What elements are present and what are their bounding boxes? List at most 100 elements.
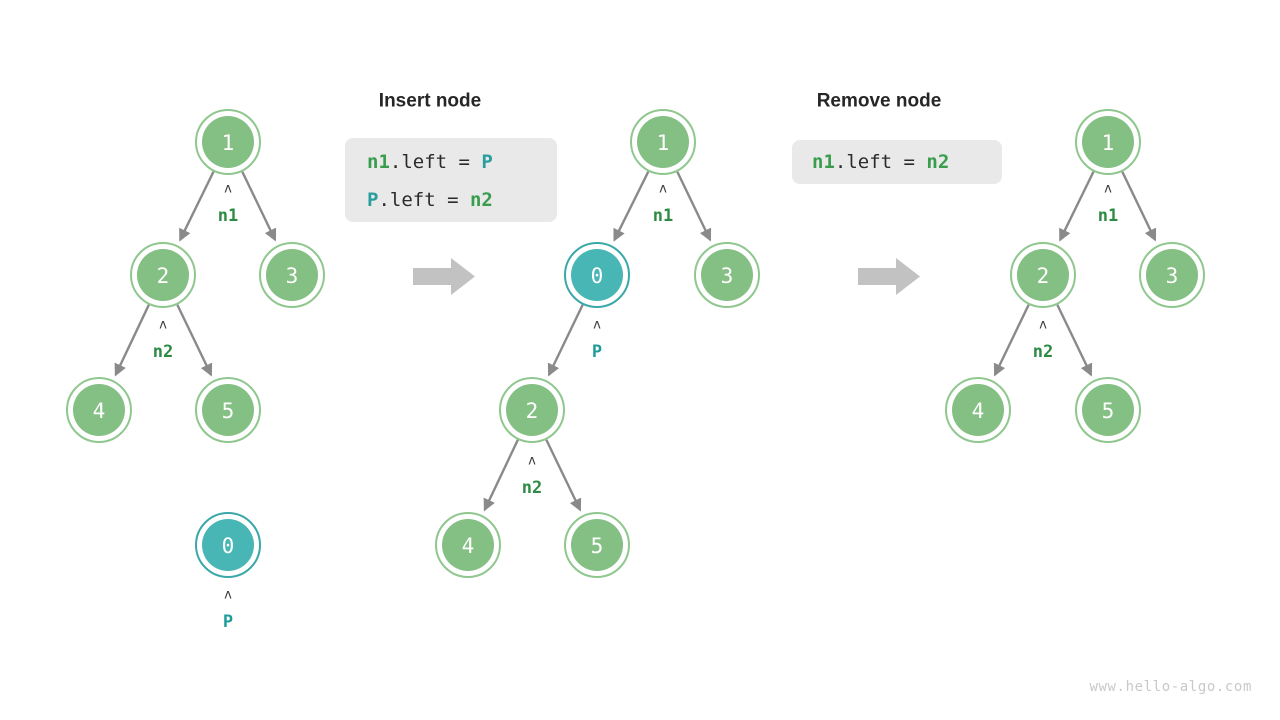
code-line: n1.left = P xyxy=(367,151,493,173)
node-value: 5 xyxy=(591,534,604,558)
tree-edge xyxy=(1056,304,1093,377)
watermark: www.hello-algo.com xyxy=(1089,679,1252,695)
pointer-name: n1 xyxy=(653,206,673,226)
tree-node[interactable]: 5 xyxy=(1075,377,1141,443)
caret-up-icon: ʌ xyxy=(593,318,601,333)
tree-node[interactable]: 2 xyxy=(130,242,196,308)
tree-edge xyxy=(241,171,277,242)
code-token: n2 xyxy=(926,151,949,173)
node-value: 4 xyxy=(462,534,475,558)
tree-node[interactable]: 1 xyxy=(630,109,696,175)
code-token: n1 xyxy=(367,151,390,173)
caret-up-icon: ʌ xyxy=(159,318,167,333)
tree-node[interactable]: 5 xyxy=(195,377,261,443)
node-circle xyxy=(637,116,689,168)
node-circle xyxy=(571,519,623,571)
node-value: 3 xyxy=(1166,264,1179,288)
node-outer-ring xyxy=(195,512,261,578)
tree-edge xyxy=(179,171,215,242)
node-outer-ring xyxy=(195,377,261,443)
node-value: 2 xyxy=(1037,264,1050,288)
tree-node[interactable]: 4 xyxy=(66,377,132,443)
node-circle xyxy=(137,249,189,301)
tree-node[interactable]: 3 xyxy=(694,242,760,308)
node-circle xyxy=(952,384,1004,436)
node-circle xyxy=(266,249,318,301)
node-outer-ring xyxy=(945,377,1011,443)
code-token: n2 xyxy=(470,189,493,211)
node-circle xyxy=(1082,116,1134,168)
tree-edge xyxy=(545,439,582,512)
node-circle xyxy=(701,249,753,301)
pointer-label-n2: ʌn2 xyxy=(522,454,542,499)
node-circle xyxy=(202,519,254,571)
step-arrow-icon xyxy=(413,258,475,295)
node-outer-ring xyxy=(259,242,325,308)
tree-node[interactable]: 1 xyxy=(1075,109,1141,175)
node-value: 4 xyxy=(972,399,985,423)
code-line: n1.left = n2 xyxy=(812,151,949,173)
pointer-label-n1: ʌn1 xyxy=(1098,182,1118,227)
pointer-label-n1: ʌn1 xyxy=(218,182,238,227)
node-value: 5 xyxy=(222,399,235,423)
node-outer-ring xyxy=(1075,377,1141,443)
pointer-label-p: ʌP xyxy=(592,318,602,363)
tree-edge xyxy=(114,304,150,377)
node-value: 0 xyxy=(222,534,235,558)
caret-up-icon: ʌ xyxy=(1039,318,1047,333)
pointer-name: n2 xyxy=(1033,342,1053,362)
pointer-name: P xyxy=(592,342,602,362)
tree-node[interactable]: 2 xyxy=(499,377,565,443)
node-value: 1 xyxy=(1102,131,1115,155)
node-value: 3 xyxy=(286,264,299,288)
tree-node[interactable]: 1 xyxy=(195,109,261,175)
code-token: P xyxy=(367,189,378,211)
node-circle xyxy=(202,384,254,436)
node-outer-ring xyxy=(694,242,760,308)
tree-node[interactable]: 2 xyxy=(1010,242,1076,308)
node-circle xyxy=(1146,249,1198,301)
node-circle xyxy=(571,249,623,301)
node-outer-ring xyxy=(1139,242,1205,308)
node-circle xyxy=(73,384,125,436)
tree-edge xyxy=(483,439,519,512)
pointer-label-n1: ʌn1 xyxy=(653,182,673,227)
node-circle xyxy=(1082,384,1134,436)
node-value: 1 xyxy=(222,131,235,155)
node-circle xyxy=(1017,249,1069,301)
node-value: 5 xyxy=(1102,399,1115,423)
tree-node[interactable]: 3 xyxy=(259,242,325,308)
code-line: P.left = n2 xyxy=(367,189,493,211)
tree-edge xyxy=(676,171,712,242)
node-outer-ring xyxy=(66,377,132,443)
code-token: n1 xyxy=(812,151,835,173)
node-value: 2 xyxy=(157,264,170,288)
tree-node[interactable]: 0 xyxy=(564,242,630,308)
node-outer-ring xyxy=(435,512,501,578)
code-token: .left = xyxy=(390,151,482,173)
node-outer-ring xyxy=(630,109,696,175)
tree-node[interactable]: 4 xyxy=(945,377,1011,443)
node-value: 1 xyxy=(657,131,670,155)
node-circle xyxy=(506,384,558,436)
node-outer-ring xyxy=(499,377,565,443)
tree-node[interactable]: 4 xyxy=(435,512,501,578)
step-title-remove: Remove node xyxy=(817,91,942,112)
tree-node[interactable]: 5 xyxy=(564,512,630,578)
edges-layer xyxy=(114,171,1157,512)
tree-edge xyxy=(176,304,213,377)
step-title-insert: Insert node xyxy=(379,91,481,112)
node-value: 2 xyxy=(526,399,539,423)
step-arrow-icon xyxy=(858,258,920,295)
node-outer-ring xyxy=(1075,109,1141,175)
node-outer-ring xyxy=(1010,242,1076,308)
pointer-name: n1 xyxy=(1098,206,1118,226)
tree-node[interactable]: 0 xyxy=(195,512,261,578)
pointer-name: n2 xyxy=(522,478,542,498)
tree-node[interactable]: 3 xyxy=(1139,242,1205,308)
